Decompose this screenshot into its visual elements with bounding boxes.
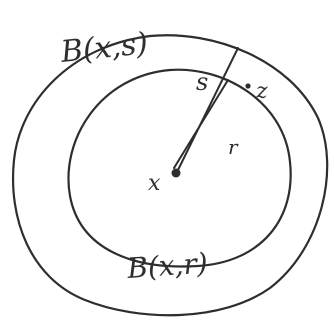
outer-radius-segment xyxy=(177,47,239,171)
center-label: x xyxy=(148,171,161,196)
inner-radius-segment xyxy=(173,79,229,169)
inner-ball-circle xyxy=(67,68,292,268)
point-z-dot xyxy=(245,83,251,89)
inner-radius-label: r xyxy=(228,135,239,159)
outer-ball-label: B(x,s) xyxy=(58,26,149,70)
inner-ball-label: B(x,r) xyxy=(125,246,209,285)
point-z-label: z xyxy=(255,79,268,104)
outer-ball-circle xyxy=(12,34,329,317)
outer-radius-label: s xyxy=(196,68,208,96)
